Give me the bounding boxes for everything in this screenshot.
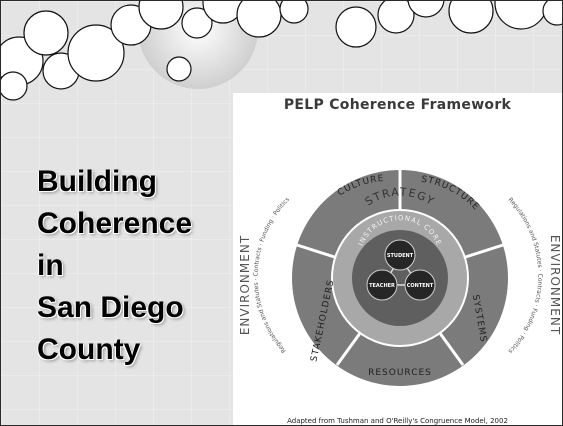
bubble-decoration bbox=[1, 1, 562, 101]
content-label: CONTENT bbox=[407, 283, 434, 289]
framework-diagram: PELP Coherence Framework bbox=[233, 93, 562, 425]
teacher-label: TEACHER bbox=[369, 283, 395, 289]
title-line: San Diego bbox=[37, 291, 184, 324]
instructional-core-ring bbox=[352, 230, 448, 326]
teacher-node bbox=[366, 269, 398, 301]
framework-credit: Adapted from Tushman and O'Reilly's Cong… bbox=[287, 417, 508, 425]
framework-title: PELP Coherence Framework bbox=[283, 97, 512, 113]
title-line: in bbox=[37, 249, 64, 282]
title-line: Coherence bbox=[37, 207, 193, 240]
student-label: STUDENT bbox=[387, 253, 414, 259]
content-node bbox=[404, 269, 436, 301]
environment-items-right: Regulations and Statutes · Contracts · F… bbox=[507, 196, 544, 354]
environment-right: ENVIRONMENT bbox=[548, 235, 562, 335]
coherence-wheel: STUDENT TEACHER CONTENT INSTRUCTIONAL CO… bbox=[238, 169, 562, 386]
title-line: County bbox=[37, 333, 141, 366]
environment-items-left: Regulations and Statutes · Contracts · F… bbox=[253, 196, 291, 354]
slide-title: Building Coherence in San Diego County bbox=[37, 161, 237, 371]
student-node bbox=[384, 239, 416, 271]
title-line: Building bbox=[37, 165, 157, 198]
segment-resources: RESOURCES bbox=[368, 368, 432, 378]
environment-left: ENVIRONMENT bbox=[238, 235, 252, 335]
